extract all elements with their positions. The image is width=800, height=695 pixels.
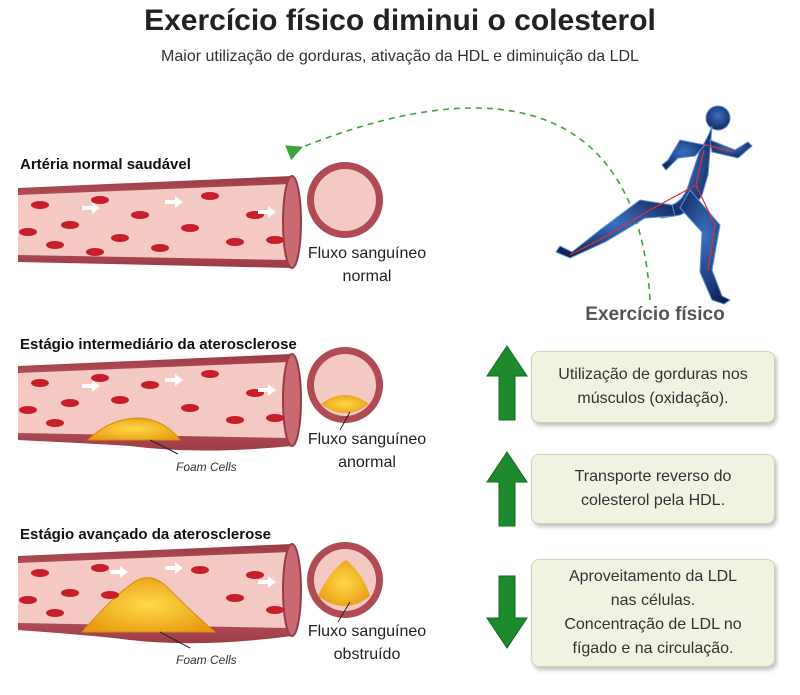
foam-cells-label-advanced: Foam Cells <box>176 653 237 667</box>
stage-label-advanced: Estágio avançado da aterosclerose <box>20 526 271 543</box>
cross-section-intermediate <box>307 347 383 431</box>
plaque-advanced <box>80 577 217 633</box>
runner-figure <box>555 105 753 305</box>
effect-box-hdl-transport: Transporte reverso do colesterol pela HD… <box>531 454 775 524</box>
cross-section-advanced <box>307 542 383 623</box>
runner-vessels <box>569 144 734 271</box>
exercise-label: Exercício físico <box>585 304 725 325</box>
foam-cells-label-intermediate: Foam Cells <box>176 460 237 474</box>
effect-box-fat-use: Utilização de gorduras nos músculos (oxi… <box>531 351 775 423</box>
flow-label-healthy: Fluxo sanguíneo normal <box>307 245 427 285</box>
effect-box-ldl: Aproveitamento da LDL nas células. Conce… <box>531 559 775 667</box>
artery-advanced <box>18 543 302 649</box>
artery-intermediate <box>18 353 302 455</box>
exercise-connector-arrow <box>285 107 651 301</box>
page-subtitle: Maior utilização de gorduras, ativação d… <box>161 48 639 65</box>
flow-label-advanced: Fluxo sanguíneo obstruído <box>307 623 427 663</box>
plaque-intermediate <box>86 417 182 441</box>
stage-label-intermediate: Estágio intermediário da aterosclerose <box>20 336 297 353</box>
cross-section-healthy <box>307 162 383 238</box>
arrow-up-2 <box>486 451 528 527</box>
arrow-up-1 <box>486 345 528 421</box>
page-title: Exercício físico diminui o colesterol <box>144 4 656 37</box>
flow-label-intermediate: Fluxo sanguíneo anormal <box>307 431 427 471</box>
arrow-down-3 <box>486 575 528 649</box>
stage-label-healthy: Artéria normal saudável <box>20 156 191 173</box>
artery-healthy <box>18 175 302 269</box>
